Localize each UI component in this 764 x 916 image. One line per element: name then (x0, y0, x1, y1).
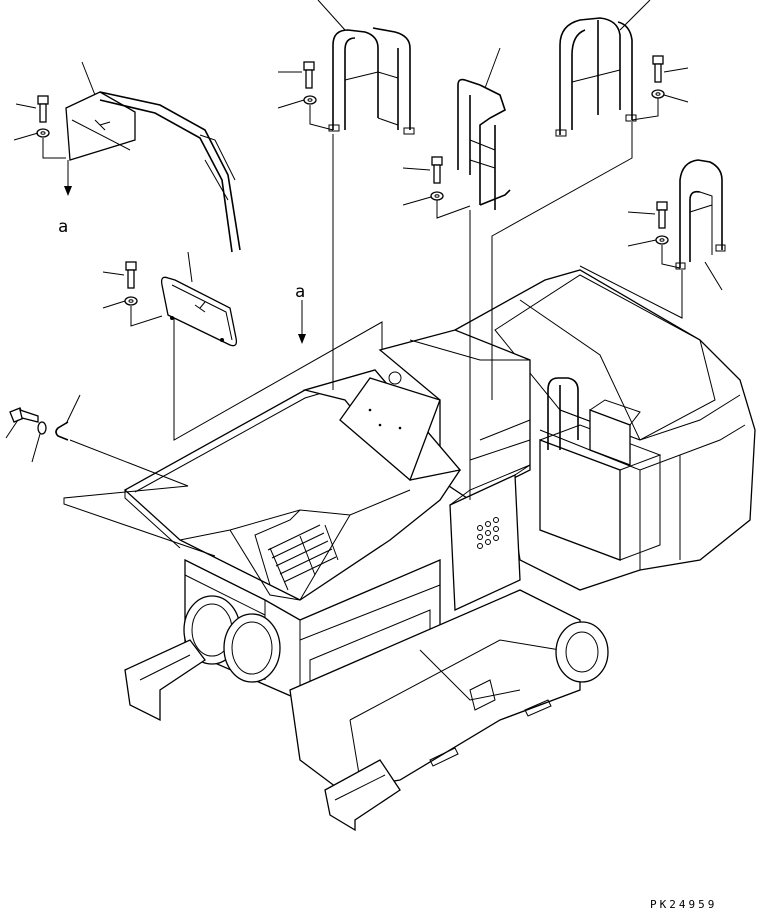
crusher-teeth (267, 524, 339, 591)
clip-icon (55, 421, 69, 441)
bolt-icon (9, 55, 668, 423)
ladder-rail-top-right (555, 17, 637, 137)
leader-lines (5, 0, 723, 557)
machine-body (123, 269, 756, 832)
drawing-number: PK24959 (650, 898, 717, 911)
ladder-rail-top-left (328, 27, 415, 135)
callout-a-center: a (295, 282, 305, 302)
handrail-front-left (65, 91, 241, 253)
callout-arrows (64, 160, 306, 344)
rollers (183, 595, 281, 683)
vent-holes (477, 517, 499, 549)
handrail-small-right (675, 159, 726, 270)
ladder-rail-middle (457, 78, 511, 210)
callout-a-left: a (58, 217, 68, 237)
cover-plate (160, 276, 238, 347)
